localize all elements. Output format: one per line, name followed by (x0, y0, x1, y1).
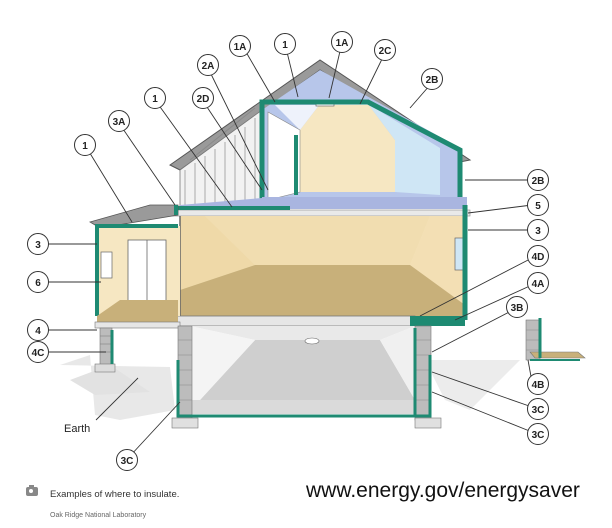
left-wing (89, 204, 181, 373)
callout-3c-left: 3C (116, 449, 138, 471)
svg-text:4B: 4B (532, 380, 545, 391)
svg-text:3C: 3C (532, 430, 545, 441)
svg-text:3B: 3B (511, 303, 524, 314)
image-caption: Examples of where to insulate. (50, 489, 180, 500)
callout-1a-left: 1A (229, 35, 251, 57)
callout-2a: 2A (197, 54, 219, 76)
svg-text:1A: 1A (336, 38, 349, 49)
svg-text:4: 4 (35, 326, 41, 337)
callout-4: 4 (27, 319, 49, 341)
svg-text:1: 1 (282, 40, 288, 51)
callout-3-right: 3 (527, 219, 549, 241)
svg-text:1A: 1A (234, 42, 247, 53)
slab-inset (525, 318, 586, 361)
callout-2d: 2D (192, 87, 214, 109)
main-living-floor (174, 205, 468, 327)
svg-text:2D: 2D (197, 94, 210, 105)
callout-6: 6 (27, 271, 49, 293)
callout-3a: 3A (108, 110, 130, 132)
callout-2c: 2C (374, 39, 396, 61)
callout-2b-top: 2B (421, 68, 443, 90)
callout-1-mid: 1 (144, 87, 166, 109)
camera-icon (26, 485, 38, 496)
callout-1-top: 1 (274, 33, 296, 55)
image-credit: Oak Ridge National Laboratory (50, 512, 147, 519)
svg-text:2B: 2B (426, 75, 439, 86)
callout-1a-right: 1A (331, 31, 353, 53)
svg-text:4A: 4A (532, 279, 545, 290)
svg-text:3: 3 (35, 240, 41, 251)
callout-3c-r1: 3C (527, 398, 549, 420)
callouts: 1A 1 1A 2C 2A 2B 1 2D 3A 1 2B 5 3 3 6 4D… (27, 31, 549, 471)
svg-text:5: 5 (535, 201, 541, 212)
callout-3b: 3B (506, 296, 528, 318)
svg-text:6: 6 (35, 278, 41, 289)
earth-label: Earth (64, 423, 90, 435)
attic-room (259, 70, 463, 205)
svg-text:1: 1 (82, 141, 88, 152)
earth-ground (60, 355, 520, 420)
svg-text:4C: 4C (32, 348, 45, 359)
svg-text:3: 3 (535, 226, 541, 237)
garage-basement (171, 325, 442, 429)
svg-text:2B: 2B (532, 176, 545, 187)
callout-4b: 4B (527, 373, 549, 395)
energysaver-url[interactable]: www.energy.gov/energysaver (306, 479, 580, 502)
svg-text:1: 1 (152, 94, 158, 105)
callout-5: 5 (527, 194, 549, 216)
callout-3c-r2: 3C (527, 423, 549, 445)
callout-2b-right: 2B (527, 169, 549, 191)
svg-text:3C: 3C (532, 405, 545, 416)
svg-text:4D: 4D (532, 252, 545, 263)
svg-text:2A: 2A (202, 61, 215, 72)
svg-text:3C: 3C (121, 456, 134, 467)
callout-3-left: 3 (27, 233, 49, 255)
svg-text:3A: 3A (113, 117, 126, 128)
callout-1-left: 1 (74, 134, 96, 156)
callout-4c: 4C (27, 341, 49, 363)
svg-text:2C: 2C (379, 46, 392, 57)
callout-4d: 4D (527, 245, 549, 267)
callout-4a: 4A (527, 272, 549, 294)
